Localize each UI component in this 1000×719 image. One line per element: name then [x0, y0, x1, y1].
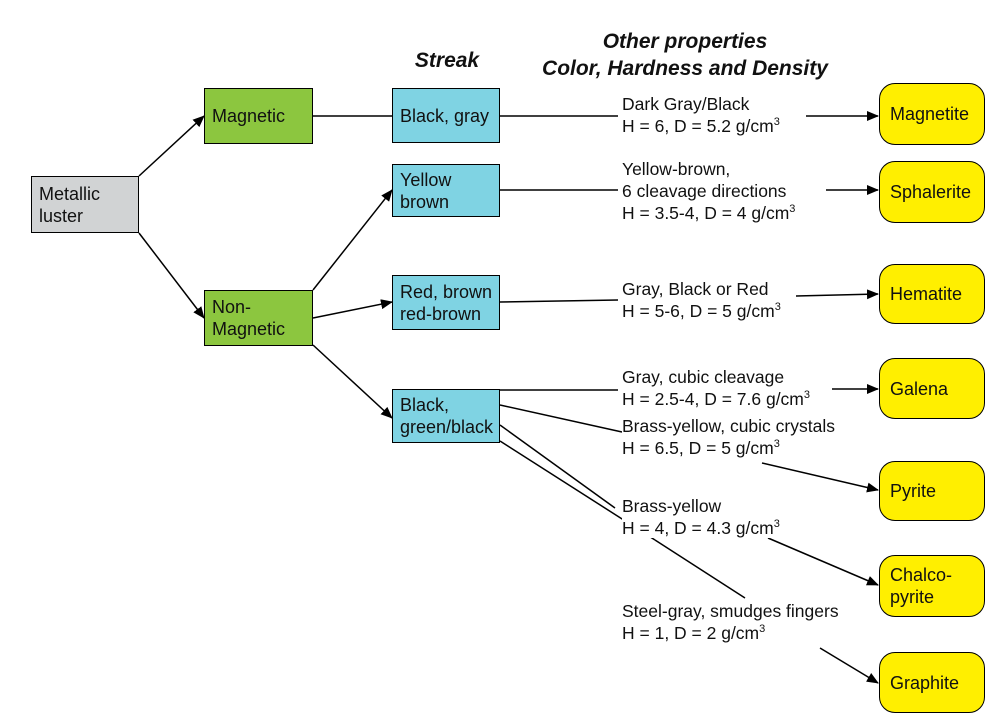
streak-black-green-line1: Black,: [400, 395, 450, 415]
mineral-sphalerite-label: Sphalerite: [890, 182, 972, 202]
streak-black-gray-label: Black, gray: [400, 105, 490, 126]
mineral-chalcopyrite-line2: pyrite: [890, 587, 935, 607]
properties-hematite-line2: H = 5-6, D = 5 g/cm3: [622, 301, 781, 321]
mineral-chalcopyrite: Chalco- pyrite: [879, 555, 985, 617]
line-graphite-mid: [654, 539, 746, 599]
properties-galena-line1: Gray, cubic cleavage: [622, 367, 785, 387]
mineral-graphite: Graphite: [879, 652, 985, 713]
arrow-nonmag-to-red: [312, 299, 393, 319]
properties-sphalerite-line1: Yellow-brown,: [622, 159, 731, 179]
properties-galena: Gray, cubic cleavage H = 2.5-4, D = 7.6 …: [622, 366, 810, 410]
properties-graphite-line1: Steel-gray, smudges fingers: [622, 601, 839, 621]
arrow-root-to-nonmagnetic: [138, 232, 205, 319]
streak-yellow-brown-line1: Yellow: [400, 169, 452, 190]
arrow-nonmag-to-black: [312, 344, 393, 419]
nonmagnetic-line2: Magnetic: [212, 319, 286, 339]
properties-magnetite-line2: H = 6, D = 5.2 g/cm3: [622, 116, 780, 136]
streak-red-brown-line1: Red, brown: [400, 281, 493, 302]
metallic-luster-box: Metallic luster: [31, 176, 139, 233]
line-red-to-props: [499, 299, 619, 303]
metallic-luster-line1: Metallic: [39, 183, 101, 204]
properties-graphite-line2: H = 1, D = 2 g/cm3: [622, 623, 766, 643]
streak-yellow-brown-box: Yellow brown: [392, 164, 500, 217]
mineral-magnetite-label: Magnetite: [890, 104, 970, 124]
magnetic-label: Magnetic: [212, 106, 286, 126]
arrow-nonmag-to-yellow: [312, 189, 393, 291]
arrow-to-chalcopyrite: [767, 537, 879, 586]
mineral-pyrite: Pyrite: [879, 461, 985, 521]
nonmagnetic-box: Non- Magnetic: [204, 290, 313, 346]
metallic-luster-line2: luster: [39, 205, 84, 226]
mineral-galena-label: Galena: [890, 378, 949, 399]
mineral-hematite: Hematite: [879, 264, 985, 324]
streak-black-green-box: Black, green/black: [392, 389, 500, 443]
mineral-graphite-label: Graphite: [890, 672, 960, 693]
streak-heading: Streak: [414, 49, 480, 72]
properties-magnetite-line1: Dark Gray/Black: [622, 94, 750, 114]
magnetic-box: Magnetic: [204, 88, 313, 144]
arrow-to-pyrite: [761, 462, 879, 493]
line-black-to-chalco-props: [499, 424, 616, 509]
streak-red-brown-line2: red-brown: [400, 303, 482, 324]
properties-hematite-line1: Gray, Black or Red: [622, 279, 769, 299]
mineral-hematite-label: Hematite: [890, 284, 963, 304]
properties-chalcopyrite-line1: Brass-yellow: [622, 496, 722, 516]
streak-yellow-brown-line2: brown: [400, 191, 450, 212]
streak-black-green-line2: green/black: [400, 417, 494, 437]
nonmagnetic-line1: Non-: [212, 297, 252, 317]
mineral-galena: Galena: [879, 358, 985, 419]
mineral-pyrite-label: Pyrite: [890, 481, 937, 501]
other-properties-heading: Other properties Color, Hardness and Den…: [520, 28, 850, 82]
properties-graphite: Steel-gray, smudges fingers H = 1, D = 2…: [622, 600, 839, 644]
other-properties-heading-line1: Other properties: [602, 30, 768, 53]
properties-sphalerite: Yellow-brown, 6 cleavage directions H = …: [622, 158, 795, 224]
properties-galena-line2: H = 2.5-4, D = 7.6 g/cm3: [622, 389, 811, 409]
properties-pyrite-line2: H = 6.5, D = 5 g/cm3: [622, 438, 780, 458]
mineral-sphalerite: Sphalerite: [879, 161, 985, 223]
properties-sphalerite-line2: 6 cleavage directions: [622, 180, 795, 202]
line-black-to-pyrite-props: [499, 404, 623, 433]
arrow-to-hematite: [795, 289, 879, 300]
properties-magnetite: Dark Gray/Black H = 6, D = 5.2 g/cm3: [622, 93, 780, 137]
properties-sphalerite-line3: H = 3.5-4, D = 4 g/cm3: [622, 203, 796, 223]
properties-chalcopyrite: Brass-yellow H = 4, D = 4.3 g/cm3: [622, 495, 780, 539]
properties-chalcopyrite-line2: H = 4, D = 4.3 g/cm3: [622, 518, 780, 538]
mineral-magnetite: Magnetite: [879, 83, 985, 145]
properties-pyrite: Brass-yellow, cubic crystals H = 6.5, D …: [622, 415, 835, 459]
streak-red-brown-box: Red, brown red-brown: [392, 275, 500, 330]
streak-black-gray-box: Black, gray: [392, 88, 500, 143]
mineral-chalcopyrite-line1: Chalco-: [890, 565, 953, 585]
properties-pyrite-line1: Brass-yellow, cubic crystals: [622, 416, 835, 436]
arrow-to-graphite: [819, 647, 879, 684]
arrow-root-to-magnetic: [138, 115, 205, 177]
properties-hematite: Gray, Black or Red H = 5-6, D = 5 g/cm3: [622, 278, 781, 322]
other-properties-heading-line2: Color, Hardness and Density: [542, 57, 828, 80]
